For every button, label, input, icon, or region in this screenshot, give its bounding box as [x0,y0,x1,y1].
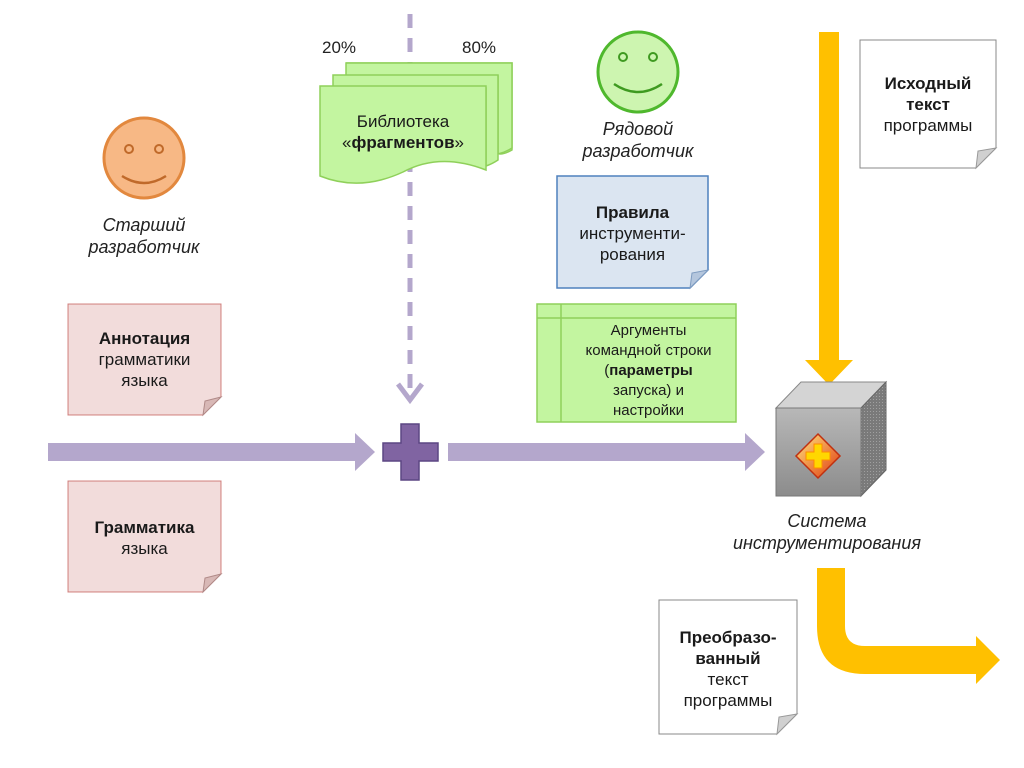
instrumentation-system-label: Система инструментирования [700,510,954,554]
grammar-annotation-note [67,303,223,417]
grammar-line2: языка [121,539,168,558]
arguments-line3: (параметры [604,362,693,379]
senior-developer-label: Старший разработчик [64,214,224,258]
senior-developer-line1: Старший [102,215,186,235]
grammar-annotation-title: Аннотация [98,328,191,348]
instrumentation-system-cube [774,380,888,498]
instrumentation-rules-line3: рования [599,244,666,264]
grammar-annotation-line2: грамматики [98,349,191,369]
grammar-title: Грамматика [94,518,195,537]
arguments-line5: настройки [612,402,684,419]
fragment-library-line2: «фрагментов» [342,133,464,152]
instrumentation-rules-note [556,175,710,290]
main-flow-arrow-right [448,433,765,471]
source-code-line1: Исходный [884,73,972,93]
plus-icon [382,423,439,481]
source-code-line3: программы [883,115,973,135]
grammar-note [67,480,223,594]
arguments-line1: Аргументы [610,322,687,339]
output-arrow [817,568,1000,684]
arguments-line4: запуска) и [613,382,684,399]
grammar-annotation-line3: языка [121,370,168,390]
transformed-code-note [658,599,799,736]
source-code-note [859,39,998,170]
senior-developer-smiley-icon [102,116,186,200]
instrumentation-system-line2: инструментирования [733,533,921,553]
arguments-line2: командной строки [585,342,712,359]
instrumentation-rules-text: Правила инструменти- рования [557,196,708,270]
regular-developer-line1: Рядовой [602,119,674,139]
regular-developer-line2: разработчик [582,141,694,161]
transformed-code-line1: Преобразо- [679,628,777,647]
transformed-code-text: Преобразо- ванный текст программы [659,622,797,716]
grammar-text: Грамматика языка [68,510,221,566]
instrumentation-rules-title: Правила [595,202,670,222]
grammar-annotation-text: Аннотация грамматики языка [68,322,221,396]
fragment-library-shape [319,62,513,184]
transformed-code-line2: ванный [695,649,761,668]
source-code-line2: текст [906,94,950,114]
source-code-text: Исходный текст программы [860,64,996,144]
instrumentation-rules-line2: инструменти- [579,223,686,243]
fragment-library-line1: Библиотека [356,112,450,131]
arguments-text: Аргументы командной строки (параметры за… [561,320,736,422]
percent-right-label: 80% [462,38,497,57]
transformed-code-line4: программы [683,691,773,710]
fragment-library-label: Библиотека «фрагментов» [320,106,486,158]
senior-developer-line2: разработчик [88,237,200,257]
arguments-table [536,303,737,423]
transform-gem-icon [794,432,842,480]
percent-left-label: 20% [322,38,357,57]
main-flow-arrow-left [48,433,375,471]
instrumentation-system-line1: Система [787,511,867,531]
regular-developer-label: Рядовой разработчик [558,118,718,162]
regular-developer-smiley-icon [596,30,680,114]
source-input-arrow [805,32,853,385]
library-dashed-arrow [396,14,424,405]
transformed-code-line3: текст [707,670,749,689]
